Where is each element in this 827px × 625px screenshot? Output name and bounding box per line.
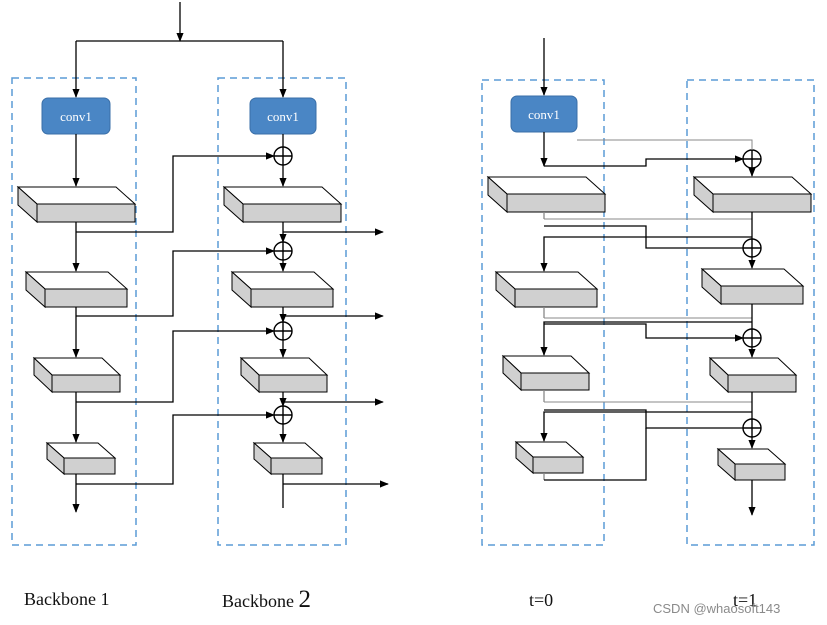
conv1-label: conv1 [528,107,560,122]
block-t0-4 [514,440,585,475]
watermark-text: CSDN @whaosoft143 [653,601,781,616]
caption-t0-label: t=0 [529,590,554,610]
sum-node-b2-3 [273,321,293,341]
sum-nodes [273,146,762,438]
block-t1-3 [708,356,798,394]
block-b2-3 [239,356,329,394]
sum-node-t1-2 [742,238,762,258]
caption-t0: t=0 [529,590,553,611]
sum-node-t1-3 [742,328,762,348]
block-t1-2 [700,267,805,306]
block-b2-2 [230,270,335,309]
conv1-box-backbone2: conv1 [249,97,317,135]
caption-backbone1-number: 1 [100,589,110,609]
t0-group-box [481,79,605,546]
block-t0-3 [501,354,591,392]
caption-t1-label: t=1 [733,590,758,610]
sum-node-b2-2 [273,241,293,261]
sum-node-t1-1 [742,149,762,169]
block-t0-2 [494,270,599,309]
block-b2-1 [222,185,343,224]
block-b1-4 [45,441,117,476]
backbone-connections [72,2,389,513]
conv1-label: conv1 [267,109,299,124]
block-t0-1 [486,175,607,214]
block-t1-1 [692,175,813,214]
csdn-watermark: CSDN @whaosoft143 [653,601,780,616]
caption-backbone1: Backbone 1 [24,589,109,610]
block-t1-4 [716,447,787,482]
caption-backbone1-text: Backbone [24,589,96,609]
backbone2-group-box [217,77,347,546]
sum-node-t1-4 [742,418,762,438]
recurrent-connections [540,38,756,516]
caption-backbone2-number: 2 [298,586,311,613]
caption-backbone2-text: Backbone [222,591,294,611]
sum-node-b2-1 [273,146,293,166]
t1-group-box [686,79,815,546]
conv1-label: conv1 [60,109,92,124]
block-b1-2 [24,270,129,309]
blocks [16,175,813,482]
caption-t1: t=1 [733,590,757,611]
conv1-box-backbone1: conv1 [41,97,111,135]
backbone1-group-box [11,77,137,546]
caption-backbone2: Backbone 2 [222,586,311,614]
block-b1-3 [32,356,122,394]
conv1-box-t0: conv1 [510,95,578,133]
block-b2-4 [252,441,324,476]
block-b1-1 [16,185,137,224]
sum-node-b2-4 [273,405,293,425]
